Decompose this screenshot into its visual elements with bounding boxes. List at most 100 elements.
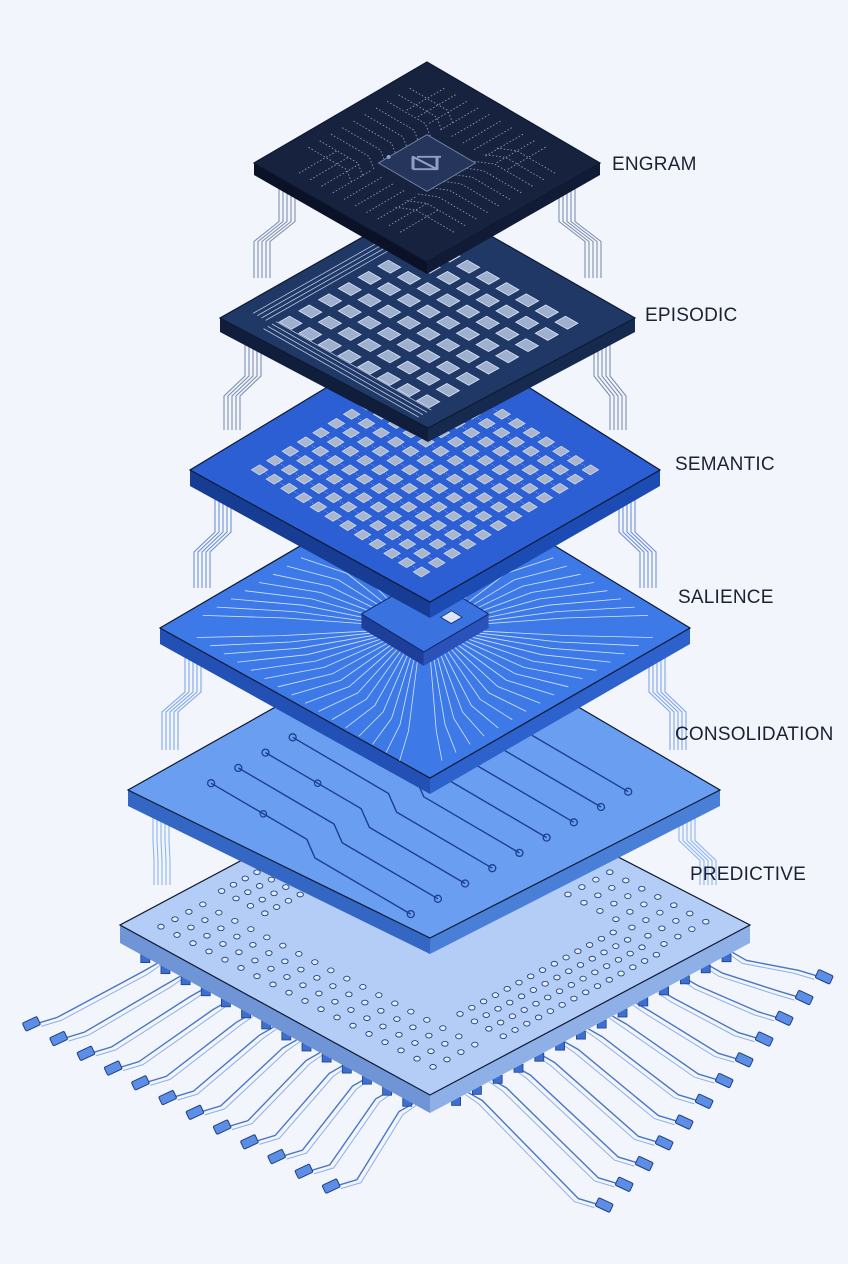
via-dot (600, 949, 608, 956)
pin-trace (64, 975, 181, 1039)
via-dot (229, 881, 238, 888)
circuit-trace (428, 101, 468, 124)
via-dot (670, 902, 678, 909)
via-dot (538, 967, 547, 973)
memory-cell (428, 538, 447, 550)
via-dot (546, 1008, 555, 1014)
riser-line (570, 185, 598, 278)
riser-line (209, 496, 232, 588)
memory-cell (491, 464, 509, 476)
riser-line (152, 816, 155, 885)
via-dot (494, 1005, 502, 1012)
via-dot (258, 896, 266, 903)
via-dot (654, 894, 662, 900)
via-dot (591, 969, 599, 976)
pin1-marker (386, 155, 391, 159)
fanout-trace (440, 655, 485, 737)
fanout-trace (230, 598, 376, 621)
fanout-trace (468, 582, 594, 617)
via-dot (605, 976, 613, 983)
memory-cell (296, 455, 314, 466)
pin-trace (150, 1015, 254, 1086)
pin-trace (708, 964, 799, 998)
memory-cell (396, 315, 422, 330)
pin-pad (294, 1163, 314, 1179)
via-dot (520, 1007, 528, 1013)
memory-cell (416, 282, 441, 297)
memory-cell (376, 371, 402, 386)
via-dot (564, 891, 572, 898)
via-dot (215, 909, 223, 916)
circuit-trace (409, 87, 454, 124)
via-dot (379, 1023, 387, 1030)
slab-side-left (128, 790, 430, 954)
via-dot (479, 998, 488, 1005)
memory-cell (266, 455, 284, 467)
riser-line (634, 496, 657, 588)
memory-cell (444, 510, 463, 522)
via-dot (585, 942, 594, 948)
via-dot (612, 916, 620, 923)
circuit-trace (298, 150, 338, 174)
memory-cell (385, 492, 403, 504)
memory-cell (514, 293, 540, 308)
circuit-trace (404, 199, 466, 226)
memory-cell (312, 427, 330, 439)
via-dot (565, 968, 573, 975)
memory-cell (520, 501, 538, 513)
via-dot (596, 908, 604, 914)
slab-side-right (427, 163, 600, 274)
riser-line (648, 654, 671, 750)
pin-trace (588, 1028, 699, 1102)
via-dot (331, 998, 339, 1005)
via-dot (363, 1015, 371, 1022)
memory-cell (280, 464, 299, 476)
pin-trace (41, 964, 161, 1027)
via-dot (579, 975, 587, 982)
trace-via (261, 748, 270, 757)
slab-side-right (430, 925, 750, 1113)
via-dot (249, 941, 257, 948)
riser-line (177, 654, 202, 750)
via-dot (365, 1031, 373, 1037)
slab-side-left (220, 318, 428, 442)
via-dot (511, 1027, 519, 1033)
via-dot (255, 883, 264, 889)
fanout-trace (465, 573, 581, 615)
memory-cell (415, 492, 433, 504)
memory-cell (357, 293, 382, 308)
pin-trace (68, 977, 184, 1042)
trace-via (569, 818, 578, 827)
memory-cell (431, 464, 449, 476)
fanout-trace (483, 630, 653, 638)
memory-cell (401, 464, 419, 476)
layer-label-consolidation: CONSOLIDATION (675, 724, 834, 745)
memory-cell (325, 492, 343, 504)
via-dot (527, 973, 535, 980)
memory-cell (355, 492, 373, 504)
circuit-trace (353, 120, 398, 157)
memory-cell (383, 529, 402, 541)
circuit-trace (405, 87, 445, 111)
memory-cell (310, 464, 329, 476)
riser-line (574, 185, 602, 278)
memory-cell (353, 529, 372, 541)
slab-side-left (160, 628, 430, 794)
circuit-trace (426, 186, 488, 213)
via-dot (375, 992, 383, 998)
via-dot (609, 929, 617, 936)
memory-cell (461, 445, 480, 457)
memory-cell (489, 520, 508, 531)
pin-trace (660, 989, 759, 1040)
pin-trace (540, 1053, 659, 1144)
via-dot (439, 1025, 447, 1031)
trace-via (288, 733, 297, 742)
riser-line (227, 342, 250, 430)
pin-pad (615, 1176, 634, 1192)
via-dot (253, 869, 261, 876)
pin-pad (49, 1031, 68, 1047)
riser-line (562, 185, 590, 278)
riser-line (593, 342, 611, 430)
fanout-trace (465, 641, 583, 679)
via-dot (624, 893, 632, 899)
